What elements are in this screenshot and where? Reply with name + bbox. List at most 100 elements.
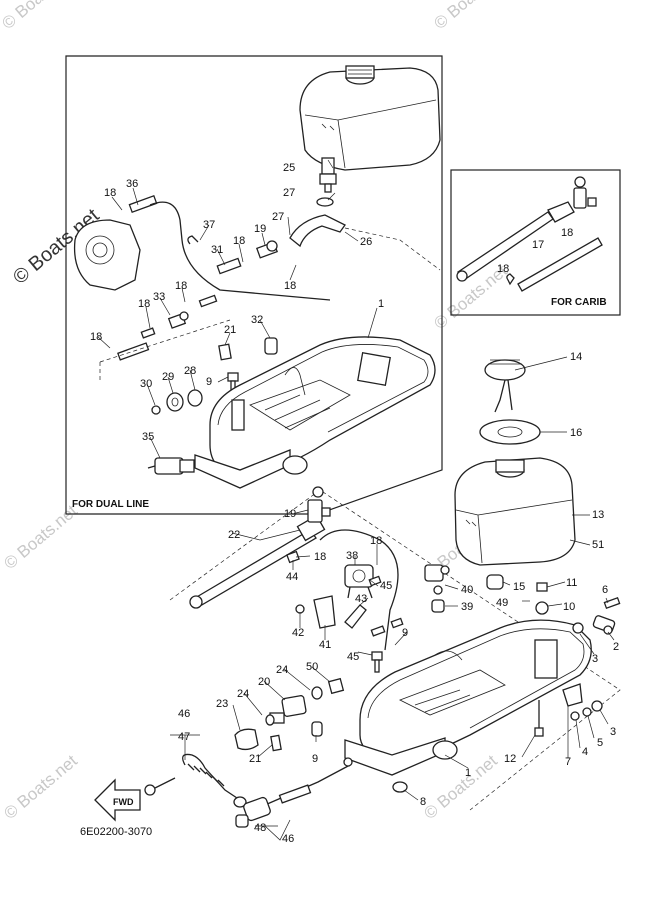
callout-50: 50	[306, 661, 318, 673]
washer-24a	[265, 714, 275, 726]
hose-33	[198, 294, 218, 308]
callout-18: 18	[370, 535, 382, 547]
bottom-cowling-1-lower	[344, 619, 592, 776]
screw-6	[603, 596, 621, 610]
callout-18: 18	[497, 263, 509, 275]
diagram-code: 6E02200-3070	[80, 826, 152, 838]
callout-2: 2	[613, 641, 619, 653]
callout-3: 3	[592, 653, 598, 665]
callout-46: 46	[282, 833, 294, 845]
screw-12	[534, 700, 544, 737]
fitting-2	[592, 615, 616, 635]
callout-4: 4	[582, 746, 588, 758]
callout-26: 26	[360, 236, 372, 248]
callout-13: 13	[592, 509, 604, 521]
leader-lines	[97, 159, 615, 841]
bolt-42	[295, 604, 305, 614]
callout-18: 18	[90, 331, 102, 343]
callout-27: 27	[272, 211, 284, 223]
callout-42: 42	[292, 627, 304, 639]
callout-49: 49	[496, 597, 508, 609]
fwd-label: FWD	[113, 797, 134, 807]
callout-40: 40	[461, 584, 473, 596]
callout-18: 18	[284, 280, 296, 292]
bracket-7	[562, 683, 583, 707]
callout-numbers: 1 1 2 3 3 4 5 6 7 8 9 9 9 10 11 12 13 14…	[90, 162, 619, 845]
fuel-fitting-25	[319, 157, 337, 193]
callout-7: 7	[565, 756, 571, 768]
plate-21b	[270, 734, 282, 752]
callout-12: 12	[504, 753, 516, 765]
washer-24b	[311, 686, 323, 700]
callout-17: 17	[532, 239, 544, 251]
callout-35: 35	[142, 431, 154, 443]
washer-4	[570, 711, 580, 721]
grommet-15	[486, 574, 504, 590]
inner-frame-dash	[169, 489, 621, 811]
callout-23: 23	[216, 698, 228, 710]
callout-21: 21	[249, 753, 261, 765]
callout-51: 51	[592, 539, 604, 551]
callout-19: 19	[284, 508, 296, 520]
plate-21a	[218, 343, 232, 361]
callout-29: 29	[162, 371, 174, 383]
clip-37	[187, 235, 199, 245]
callout-31: 31	[211, 244, 223, 256]
spacer-39	[431, 599, 445, 613]
callout-1: 1	[378, 298, 384, 310]
callout-47: 47	[178, 731, 190, 743]
connector-19-lower	[307, 486, 331, 523]
callout-37: 37	[203, 219, 215, 231]
callout-18: 18	[104, 187, 116, 199]
callout-1: 1	[465, 767, 471, 779]
knob-23	[234, 728, 259, 751]
dual-line-frame	[65, 55, 443, 515]
hose-18b	[117, 342, 150, 361]
callout-19: 19	[254, 223, 266, 235]
nut-3b	[591, 700, 603, 712]
callout-22: 22	[228, 529, 240, 541]
washer-5	[582, 707, 592, 717]
hose-22	[189, 514, 326, 609]
callout-16: 16	[570, 427, 582, 439]
nut-11	[536, 582, 548, 592]
choke-20	[269, 695, 307, 724]
watermark: © Boats.net	[0, 501, 81, 573]
callout-44: 44	[286, 571, 298, 583]
callout-8: 8	[420, 796, 426, 808]
carib-inset-frame	[450, 169, 621, 316]
throttle-cable-48	[235, 757, 353, 828]
washer-30	[151, 405, 161, 415]
carib-hose-assy	[456, 176, 603, 292]
callout-24: 24	[237, 688, 249, 700]
callout-18: 18	[138, 298, 150, 310]
fuel-joint-36	[73, 194, 158, 291]
bracket-41	[313, 595, 336, 629]
hose-43	[344, 604, 367, 629]
bolt-8	[392, 781, 408, 793]
clip-3a	[572, 622, 584, 634]
callout-20: 20	[258, 676, 270, 688]
carib-hose-17	[517, 237, 603, 292]
callout-38: 38	[346, 550, 358, 562]
gasket-16	[479, 419, 541, 445]
callout-45: 45	[380, 580, 392, 592]
washer-10	[535, 601, 549, 615]
switch-35	[147, 457, 195, 475]
callout-5: 5	[597, 737, 603, 749]
callout-25: 25	[283, 162, 295, 174]
callout-33: 33	[153, 291, 165, 303]
callout-18: 18	[175, 280, 187, 292]
grommet-9c	[311, 721, 323, 737]
callout-9: 9	[312, 753, 318, 765]
fuel-pump-38	[344, 564, 374, 599]
watermark: © Boats.net	[420, 751, 501, 823]
callout-9: 9	[402, 627, 408, 639]
callout-9: 9	[206, 376, 212, 388]
hose-18a	[140, 327, 156, 339]
fuel-cap-14	[484, 359, 526, 413]
callout-46: 46	[178, 708, 190, 720]
callout-14: 14	[570, 351, 582, 363]
connector-19	[255, 240, 279, 259]
